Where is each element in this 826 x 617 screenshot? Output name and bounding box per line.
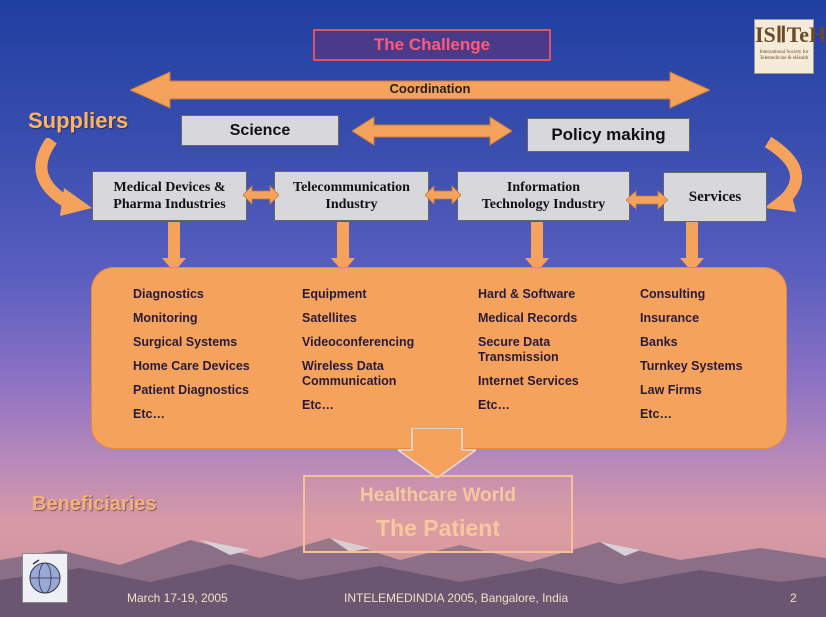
column-it: Hard & Software Medical Records Secure D…	[478, 287, 598, 422]
link-arrow-1	[243, 185, 279, 205]
logo-subtext: International Society for Telemedicine &…	[759, 50, 809, 61]
beneficiaries-label: Beneficiaries	[32, 493, 157, 515]
column-medical: Diagnostics Monitoring Surgical Systems …	[133, 287, 293, 431]
list-item: Etc…	[478, 398, 510, 412]
list-item: Surgical Systems	[133, 335, 238, 349]
list-item: Videoconferencing	[302, 335, 415, 349]
list-item: Equipment	[302, 287, 367, 301]
logo-text: ISⅡTeH	[755, 22, 826, 47]
down-arrow-3	[525, 222, 549, 272]
down-arrow-1	[162, 222, 186, 272]
category-label: Telecommunication	[293, 180, 410, 195]
list-item: Consulting	[640, 287, 706, 301]
list-item: Banks	[640, 335, 678, 349]
coordination-arrow	[130, 71, 710, 109]
column-telecom: Equipment Satellites Videoconferencing W…	[302, 287, 432, 422]
policy-box: Policy making	[527, 118, 690, 152]
slide-title: The Challenge	[313, 29, 551, 61]
science-box: Science	[181, 115, 339, 146]
footer-event: INTELEMEDINDIA 2005, Bangalore, India	[344, 591, 569, 605]
list-item: Secure Data Transmission	[478, 335, 559, 364]
list-item: Hard & Software	[478, 287, 576, 301]
category-services: Services	[663, 172, 767, 222]
list-item: Insurance	[640, 311, 700, 325]
column-services: Consulting Insurance Banks Turnkey Syste…	[640, 287, 770, 431]
mountains-background	[0, 538, 826, 617]
list-item: Monitoring	[133, 311, 198, 325]
category-label: Services	[688, 188, 742, 205]
patient-box: Healthcare World The Patient	[303, 475, 573, 553]
science-policy-arrow	[352, 116, 512, 146]
list-item: Internet Services	[478, 374, 579, 388]
isfteh-logo: ISⅡTeH International Society for Telemed…	[754, 19, 826, 74]
down-arrow-2	[331, 222, 355, 272]
list-item: Home Care Devices	[133, 359, 250, 373]
list-item: Law Firms	[640, 383, 702, 397]
link-arrow-2	[425, 185, 461, 205]
products-panel	[92, 268, 786, 448]
conference-emblem	[22, 553, 68, 603]
suppliers-label: Suppliers	[28, 108, 129, 133]
coordination-label: Coordination	[389, 81, 471, 96]
list-item: Etc…	[302, 398, 334, 412]
category-label: Industry	[325, 197, 378, 212]
right-curved-arrow	[764, 136, 803, 212]
link-arrow-3	[626, 190, 668, 210]
healthcare-world-label: Healthcare World	[360, 485, 516, 506]
list-item: Patient Diagnostics	[133, 383, 249, 397]
down-arrow-patient	[398, 428, 476, 478]
patient-label: The Patient	[376, 515, 500, 541]
left-curved-arrow	[35, 138, 92, 216]
footer-date: March 17-19, 2005	[127, 591, 228, 605]
category-medical-devices: Medical Devices & Pharma Industries	[92, 171, 247, 221]
list-item: Etc…	[133, 407, 165, 421]
category-label: Pharma Industries	[113, 197, 226, 212]
list-item: Satellites	[302, 311, 357, 325]
category-label: Information	[506, 180, 581, 195]
category-label: Technology Industry	[481, 197, 606, 212]
page-number: 2	[790, 591, 797, 605]
list-item: Diagnostics	[133, 287, 204, 301]
list-item: Etc…	[640, 407, 672, 421]
list-item: Turnkey Systems	[640, 359, 743, 373]
down-arrow-4	[680, 222, 704, 272]
list-item: Wireless Data Communication	[302, 359, 397, 388]
list-item: Medical Records	[478, 311, 578, 325]
category-label: Medical Devices &	[113, 180, 226, 195]
globe-icon	[29, 559, 61, 594]
